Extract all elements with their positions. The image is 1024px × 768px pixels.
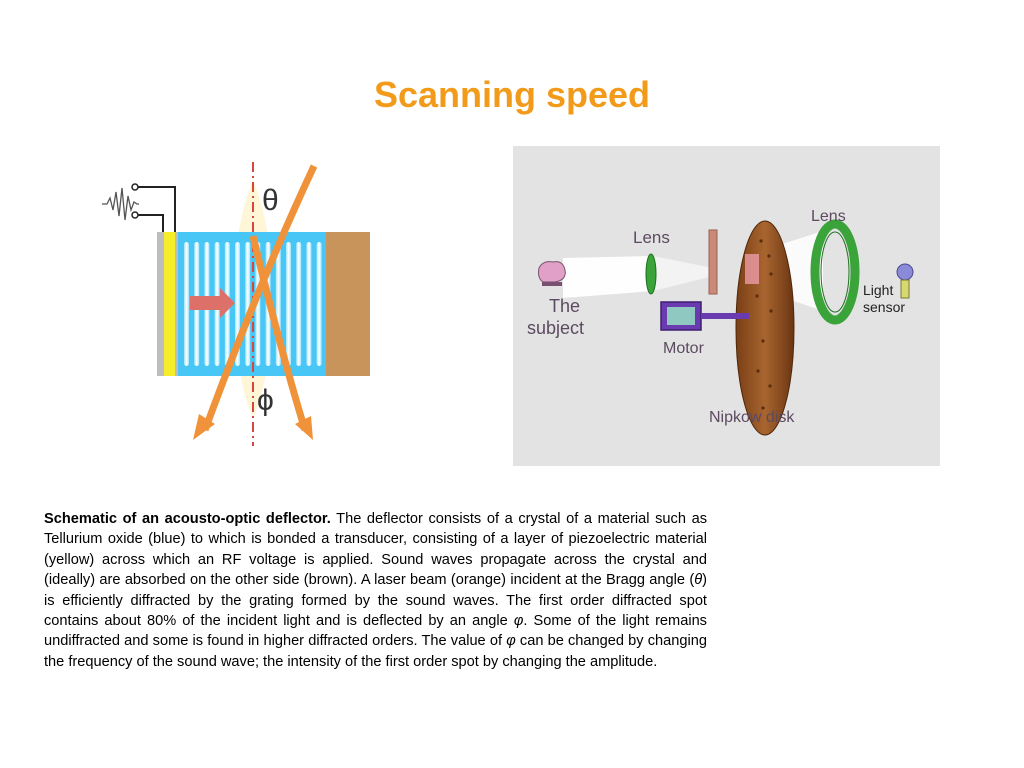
label-nipkow-disk: Nipkow disk — [709, 409, 795, 426]
disk-illuminated-spot — [745, 254, 759, 284]
wavefront — [245, 242, 251, 366]
label-lens-right: Lens — [811, 208, 846, 225]
disk-pinholes — [755, 239, 773, 410]
caption-lead: Schematic of an acousto-optic deflector. — [44, 511, 331, 527]
pinhole — [761, 406, 765, 410]
light-sensor-base — [900, 279, 910, 299]
label-subject-line1: The — [549, 296, 580, 316]
wavefront — [306, 242, 312, 366]
caption-text-4: can be changed by changing the frequency… — [44, 633, 707, 670]
lens-right-inner — [820, 231, 850, 313]
label-motor: Motor — [663, 340, 705, 357]
label-sensor-line1: Light — [863, 282, 893, 298]
beam-arrowhead-right — [295, 416, 313, 440]
acousto-optic-deflector-diagram: θ ϕ — [102, 162, 370, 446]
theta-symbol: θ — [262, 184, 279, 217]
pinhole — [767, 254, 771, 258]
pinhole — [769, 272, 773, 276]
lens-right — [810, 219, 860, 325]
rf-signal-icon — [102, 187, 139, 221]
wavefront — [184, 242, 189, 366]
phi-inline-1: φ — [513, 613, 524, 630]
nipkow-disk-diagram: Lens Lens The subject Motor Nipkow disk … — [513, 146, 940, 466]
wavefront — [286, 242, 291, 366]
incident-beam — [201, 164, 318, 432]
label-subject-line2: subject — [527, 318, 584, 338]
diagram-background — [513, 146, 940, 466]
light-sensor-icon — [896, 263, 914, 281]
theta-inline: θ — [694, 572, 703, 589]
wavefront — [316, 242, 322, 366]
wavefront — [296, 242, 302, 366]
nipkow-disk — [735, 220, 795, 436]
electrode-inner — [175, 232, 178, 376]
absorber — [326, 232, 370, 376]
pinhole — [768, 384, 772, 388]
caption-text-3: . Some of the light remains undiffracted… — [44, 613, 707, 650]
rf-terminal-top — [131, 183, 139, 191]
rf-wire-top — [138, 186, 176, 232]
phi-inline-2: φ — [506, 633, 516, 650]
electrode — [157, 232, 164, 376]
page-title: Scanning speed — [373, 74, 651, 115]
beam-arrowhead-left — [193, 414, 215, 440]
pinhole — [755, 294, 759, 298]
diffracted-beam — [249, 235, 309, 432]
phi-symbol: ϕ — [257, 384, 274, 417]
light-path-lens — [653, 256, 713, 291]
caption-text-1: The deflector consists of a crystal of a… — [44, 511, 707, 589]
transducer — [164, 232, 175, 376]
lens-left — [645, 253, 657, 295]
figure-caption: Schematic of an acousto-optic deflector.… — [44, 509, 707, 672]
caption-text-2: ) is efficiently diffracted by the grati… — [44, 572, 707, 630]
light-path-subject — [563, 256, 653, 298]
label-sensor-line2: sensor — [863, 299, 905, 315]
pinhole — [759, 239, 763, 243]
motor-face — [667, 307, 695, 325]
pinhole — [756, 369, 760, 373]
rf-terminal-bottom — [131, 211, 139, 219]
subject-object-icon — [538, 261, 566, 283]
label-lens-left: Lens — [633, 228, 670, 247]
rf-wire-bottom — [138, 214, 164, 232]
pinhole — [761, 339, 765, 343]
subject-stand — [542, 282, 562, 286]
sound-direction-arrow — [190, 288, 235, 318]
pinhole — [769, 309, 773, 313]
motor-shaft — [701, 313, 749, 319]
aperture-plate — [708, 229, 718, 295]
